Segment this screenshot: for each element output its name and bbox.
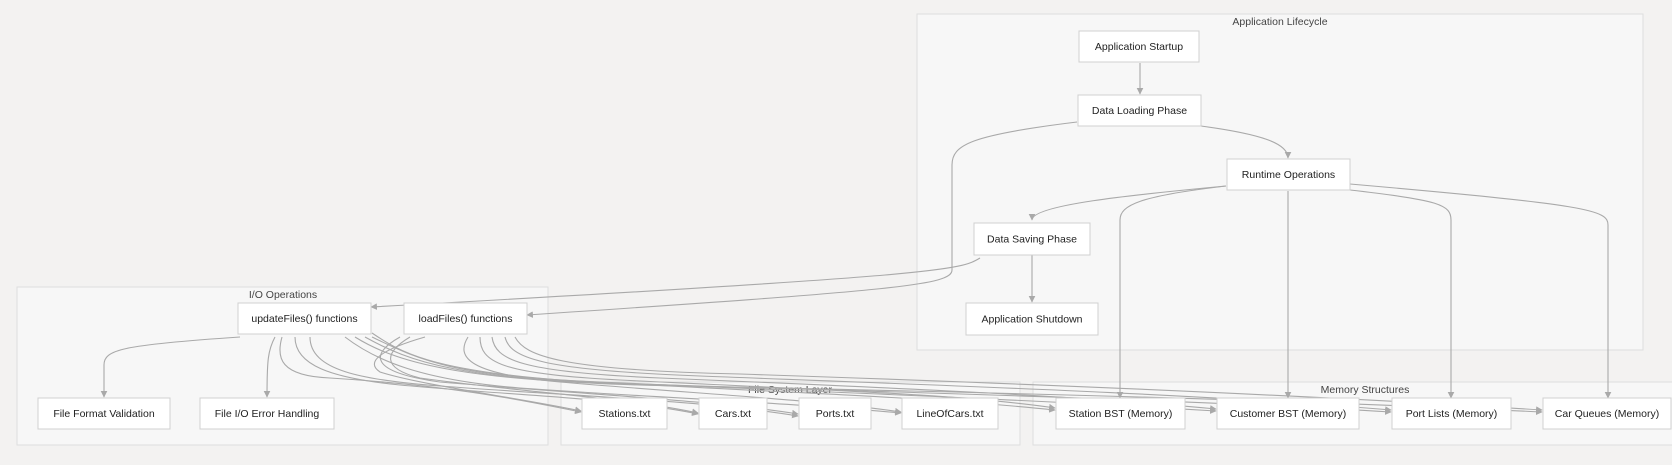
edge-runtime-carqueues xyxy=(1349,183,1612,399)
node-label: updateFiles() functions xyxy=(251,313,357,325)
node-application-shutdown: Application Shutdown xyxy=(965,302,1099,336)
edge-updatefiles-stations xyxy=(279,336,582,415)
node-label: Application Startup xyxy=(1095,41,1183,53)
node-label: Customer BST (Memory) xyxy=(1230,408,1347,420)
node-loadfiles-functions: loadFiles() functions xyxy=(403,302,528,335)
node-label: loadFiles() functions xyxy=(419,313,513,325)
edge-runtime-stationbst xyxy=(1116,185,1227,399)
node-file-io-error-handling: File I/O Error Handling xyxy=(199,397,335,430)
node-label: Car Queues (Memory) xyxy=(1555,408,1659,420)
node-label: File I/O Error Handling xyxy=(215,408,320,420)
node-label: Stations.txt xyxy=(599,408,651,420)
node-label: Runtime Operations xyxy=(1242,169,1335,181)
cluster-title: Application Lifecycle xyxy=(1232,16,1327,28)
edge-loading-runtime xyxy=(1200,125,1292,159)
node-label: Application Shutdown xyxy=(982,313,1083,325)
node-data-saving-phase: Data Saving Phase xyxy=(973,222,1091,256)
node-ports-txt: Ports.txt xyxy=(798,397,872,430)
node-label: Data Saving Phase xyxy=(987,233,1077,245)
node-lineofcars-txt: LineOfCars.txt xyxy=(901,397,999,430)
edge-updatefiles-ioerror xyxy=(263,336,276,398)
edge-loadfiles-carqueues xyxy=(514,336,1543,413)
node-data-loading-phase: Data Loading Phase xyxy=(1077,94,1202,127)
edge-saving-updatefiles xyxy=(370,257,981,310)
edge-runtime-portlists xyxy=(1349,189,1455,399)
node-cars-txt: Cars.txt xyxy=(698,397,768,430)
node-application-startup: Application Startup xyxy=(1078,30,1200,63)
node-label: File Format Validation xyxy=(53,408,155,420)
edge-updatefiles-validation xyxy=(100,336,241,398)
edge-loadfiles-stations xyxy=(374,336,582,413)
node-runtime-operations: Runtime Operations xyxy=(1226,158,1351,191)
node-label: Port Lists (Memory) xyxy=(1406,408,1498,420)
cluster-title: Memory Structures xyxy=(1321,384,1410,396)
node-file-format-validation: File Format Validation xyxy=(37,397,171,430)
node-customer-bst: Customer BST (Memory) xyxy=(1216,397,1360,430)
node-car-queues: Car Queues (Memory) xyxy=(1542,397,1672,430)
node-updatefiles-functions: updateFiles() functions xyxy=(237,302,372,335)
node-station-bst: Station BST (Memory) xyxy=(1055,397,1186,430)
node-label: Station BST (Memory) xyxy=(1069,408,1173,420)
node-label: Ports.txt xyxy=(816,408,855,420)
edge-runtime-saving xyxy=(1028,185,1227,221)
node-label: Data Loading Phase xyxy=(1092,105,1187,117)
node-port-lists: Port Lists (Memory) xyxy=(1391,397,1512,430)
edge-loading-loadfiles xyxy=(526,121,1078,318)
node-label: Cars.txt xyxy=(715,408,751,420)
node-stations-txt: Stations.txt xyxy=(581,397,668,430)
cluster-title: I/O Operations xyxy=(249,289,317,301)
node-label: LineOfCars.txt xyxy=(916,408,983,420)
